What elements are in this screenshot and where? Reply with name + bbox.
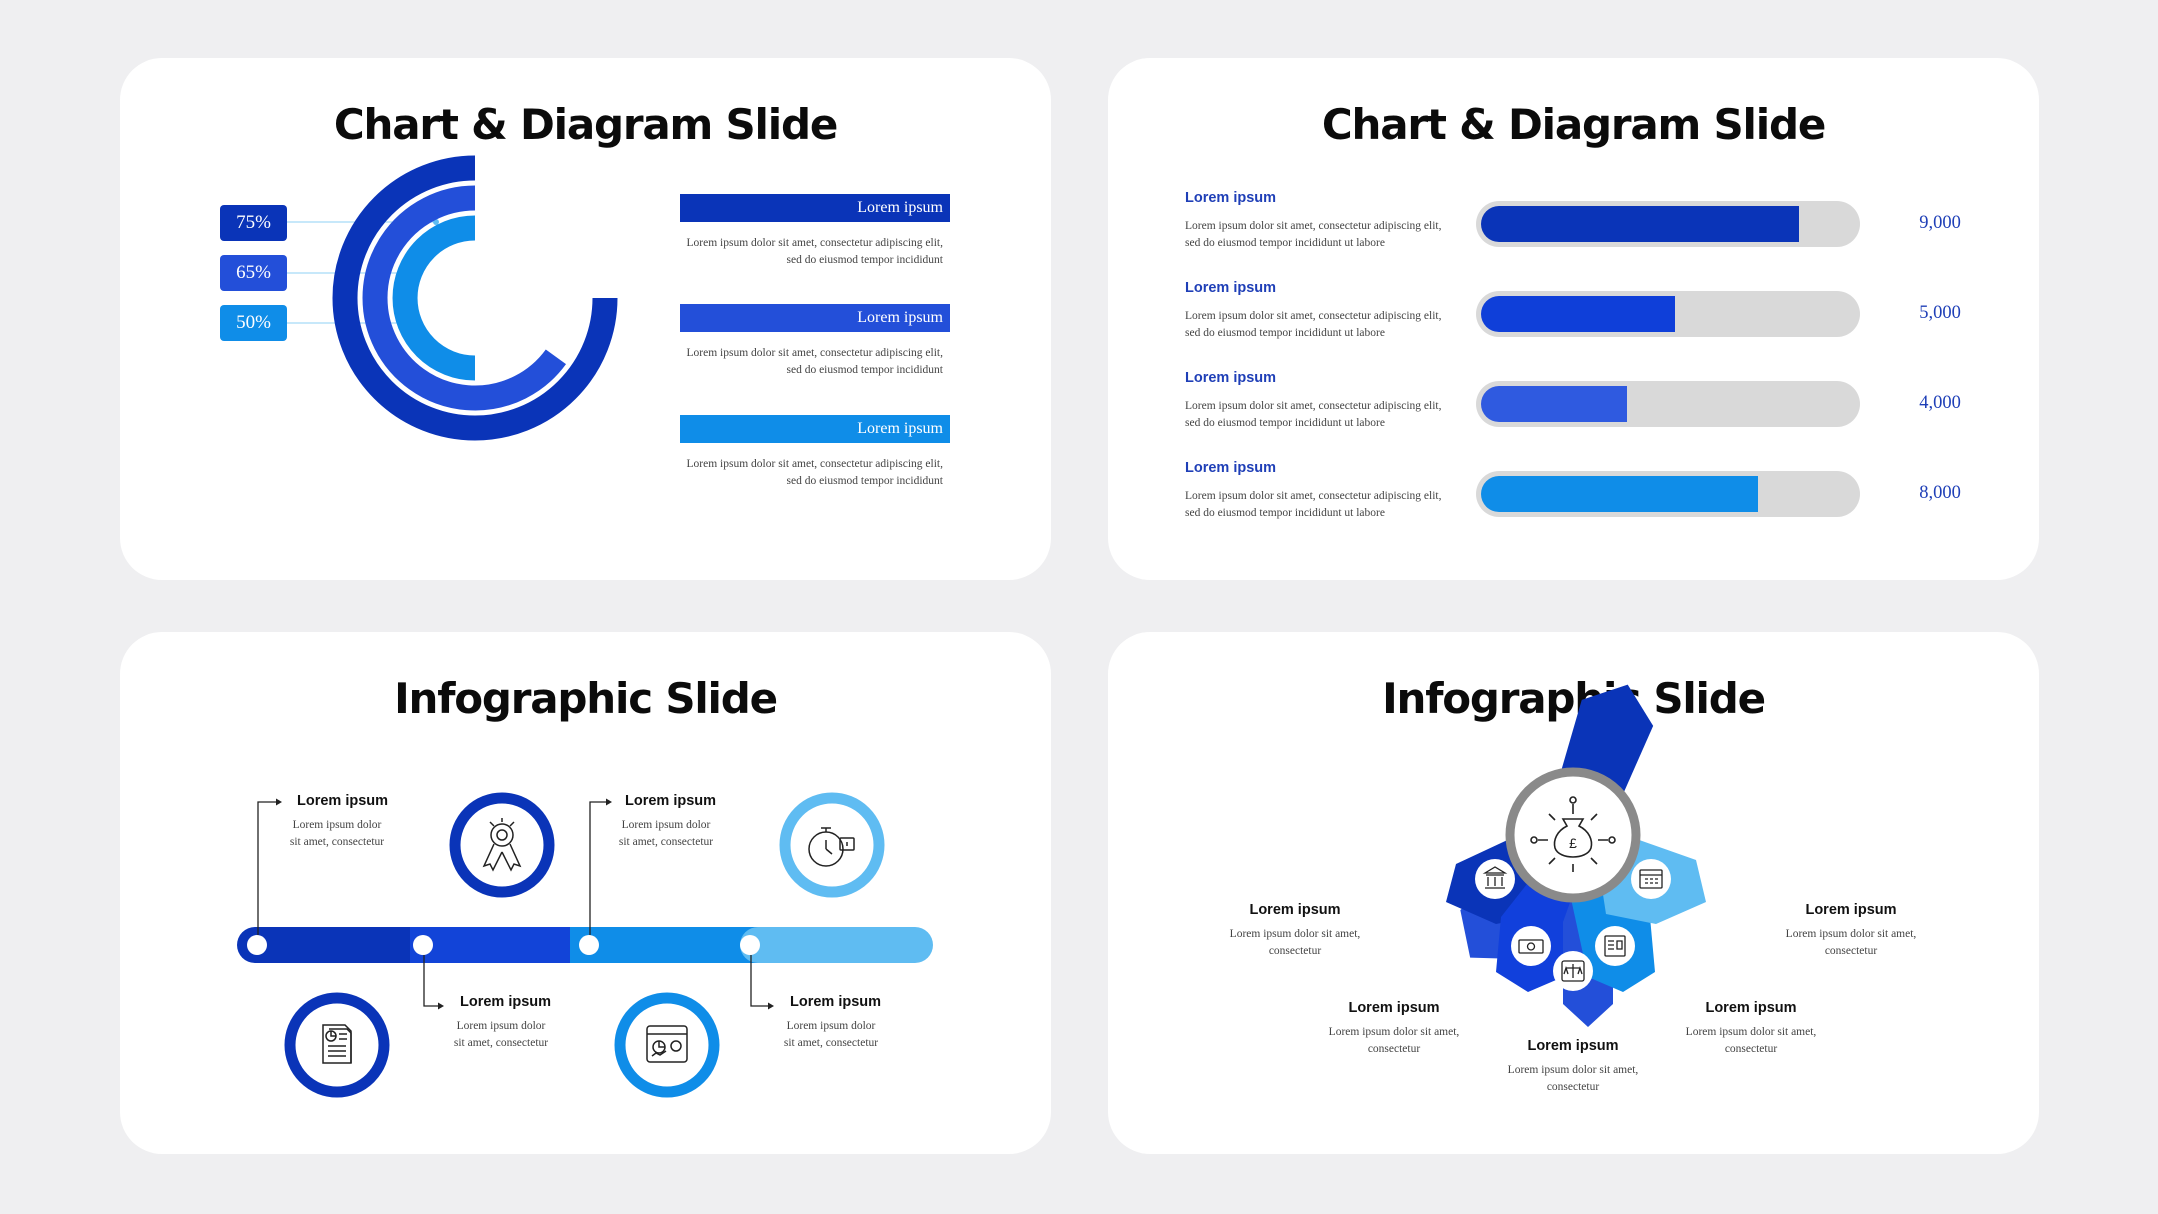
percent-badge: 65%	[220, 255, 287, 291]
progress-fill	[1481, 206, 1799, 242]
hub-circle	[1505, 767, 1641, 903]
row-title: Lorem ipsum	[1185, 190, 1277, 206]
icon-circle	[614, 992, 720, 1098]
row-description: Lorem ipsum dolor sit amet, consectetur …	[1185, 400, 1442, 429]
invoice-icon	[1604, 935, 1626, 957]
arrow-head	[438, 1002, 444, 1010]
timeline-segment	[740, 927, 933, 963]
timeline-node	[579, 935, 599, 955]
step-title: Lorem ipsum	[297, 793, 389, 809]
browser-chart-icon	[646, 1025, 688, 1063]
slide-card-fan[interactable]: Infographic Slide £	[1108, 632, 2039, 1154]
row-title: Lorem ipsum	[1185, 280, 1277, 296]
icon-circle	[284, 992, 390, 1098]
item-description: Lorem ipsum dolor sit amet, consectetur …	[686, 458, 943, 487]
connector-line	[423, 955, 442, 1007]
connector-line	[257, 801, 280, 935]
percent-badge: 75%	[220, 205, 287, 241]
petal-description: Lorem ipsum dolor sit amet,consectetur	[1229, 928, 1361, 957]
row-value: 5,000	[1919, 303, 1961, 323]
step-title: Lorem ipsum	[790, 994, 882, 1010]
calendar-icon	[1639, 869, 1663, 889]
petal-description: Lorem ipsum dolor sit amet,consectetur	[1785, 928, 1917, 957]
row-value: 8,000	[1919, 483, 1961, 503]
scale-icon	[1561, 960, 1585, 982]
bar-label: Lorem ipsum	[680, 415, 950, 443]
slide-title: Chart & Diagram Slide	[333, 100, 838, 149]
report-icon	[322, 1024, 352, 1064]
row-description: Lorem ipsum dolor sit amet, consectetur …	[1185, 490, 1442, 519]
timeline-node	[740, 935, 760, 955]
row-description: Lorem ipsum dolor sit amet, consectetur …	[1185, 310, 1442, 339]
progress-track	[1476, 381, 1860, 427]
ring-arc-outer	[332, 155, 618, 441]
award-icon	[482, 818, 522, 872]
timeline-node	[247, 935, 267, 955]
progress-fill	[1481, 386, 1627, 422]
fan-diagram: £	[1446, 684, 1706, 1027]
percent-badge: 50%	[220, 305, 287, 341]
ring-arc-inner	[392, 215, 476, 381]
icon-circle	[1511, 926, 1551, 966]
petal-title: Lorem ipsum	[1527, 1038, 1619, 1054]
icon-circle	[449, 792, 555, 898]
slide-card-progress[interactable]: Chart & Diagram Slide Lorem ipsum Lorem …	[1108, 58, 2039, 580]
timeline-graphic	[237, 792, 933, 1098]
stopwatch-icon	[808, 827, 855, 867]
petal-description: Lorem ipsum dolor sit amet,consectetur	[1328, 1026, 1460, 1055]
step-title: Lorem ipsum	[625, 793, 717, 809]
petal-title: Lorem ipsum	[1348, 1000, 1440, 1016]
progress-track	[1476, 471, 1860, 517]
icon-circle	[779, 792, 885, 898]
timeline-segment	[237, 927, 452, 963]
progress-fill	[1481, 476, 1758, 512]
slide-title: Infographic Slide	[1382, 674, 1766, 723]
bar-label: Lorem ipsum	[680, 304, 950, 332]
connector-line	[589, 801, 610, 935]
leader-dot	[433, 219, 439, 225]
petal-title: Lorem ipsum	[1249, 902, 1341, 918]
row-value: 4,000	[1919, 393, 1961, 413]
progress-track	[1476, 201, 1860, 247]
step-title: Lorem ipsum	[460, 994, 552, 1010]
money-bag-icon: £	[1530, 796, 1616, 872]
ring-arc-middle	[362, 185, 566, 411]
row-description: Lorem ipsum dolor sit amet, consectetur …	[1185, 220, 1442, 249]
item-description: Lorem ipsum dolor sit amet, consectetur …	[686, 347, 943, 376]
petal-title: Lorem ipsum	[1805, 902, 1897, 918]
slide-card-radial[interactable]: Chart & Diagram Slide 75% 65% 50% Lorem …	[120, 58, 1051, 580]
row-title: Lorem ipsum	[1185, 460, 1277, 476]
arrow-head	[606, 798, 612, 806]
row-value: 9,000	[1919, 213, 1961, 233]
progress-track	[1476, 291, 1860, 337]
item-description: Lorem ipsum dolor sit amet, consectetur …	[686, 237, 943, 266]
radial-progress-chart	[287, 155, 618, 441]
icon-circle	[1595, 926, 1635, 966]
timeline-node	[413, 935, 433, 955]
cash-icon	[1518, 939, 1544, 954]
svg-text:£: £	[1569, 835, 1577, 851]
bar-label: Lorem ipsum	[680, 194, 950, 222]
progress-fill	[1481, 296, 1676, 332]
slide-card-timeline[interactable]: Infographic Slide	[120, 632, 1051, 1154]
petal-title: Lorem ipsum	[1705, 1000, 1797, 1016]
arrow-head	[768, 1002, 774, 1010]
arrow-head	[276, 798, 282, 806]
bank-icon	[1482, 866, 1508, 889]
slide-title: Chart & Diagram Slide	[1321, 100, 1826, 149]
petal-description: Lorem ipsum dolor sit amet,consectetur	[1507, 1064, 1639, 1093]
slide-title: Infographic Slide	[394, 674, 778, 723]
row-title: Lorem ipsum	[1185, 370, 1277, 386]
petal-description: Lorem ipsum dolor sit amet,consectetur	[1685, 1026, 1817, 1055]
connector-line	[750, 955, 772, 1007]
